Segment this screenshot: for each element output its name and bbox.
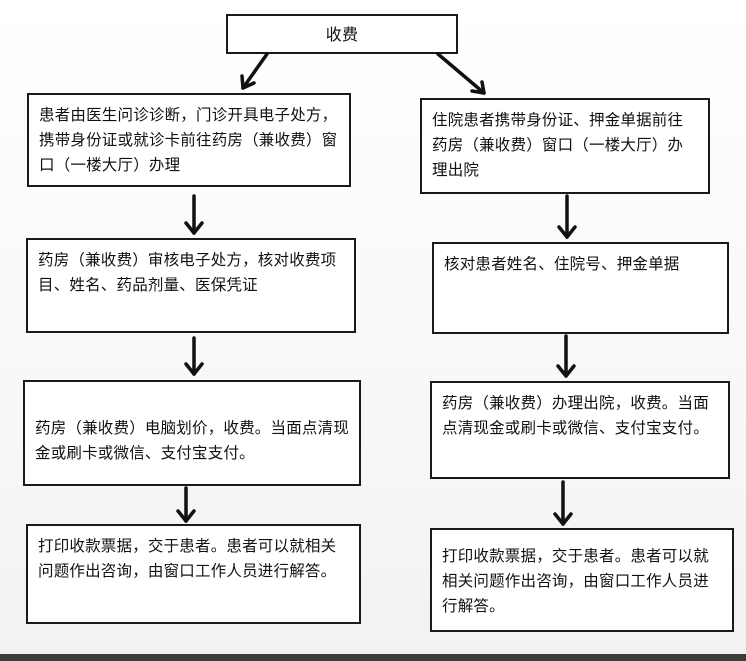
title-text: 收费: [325, 24, 359, 44]
arrow-left-3-to-4: [176, 486, 196, 523]
arrow-title-to-left: [240, 52, 269, 90]
arrow-left-2-to-3: [184, 336, 204, 376]
left-step-4-box: 打印收款票据，交于患者。患者可以就相关问题作出咨询，由窗口工作人员进行解答。: [26, 524, 361, 624]
left-step-2-box: 药房（兼收费）审核电子处方，核对收费项目、姓名、药品剂量、医保凭证: [26, 238, 356, 333]
right-step-1-box: 住院患者携带身份证、押金单据前往药房（兼收费）窗口（一楼大厅）办理出院: [420, 98, 710, 194]
left-step-1-text: 患者由医生问诊诊断，门诊开具电子处方，携带身份证或就诊卡前往药房（兼收费）窗口（…: [39, 106, 338, 174]
arrow-right-2-to-3: [556, 334, 576, 378]
right-step-2-text: 核对患者姓名、住院号、押金单据: [444, 255, 680, 273]
right-step-3-box: 药房（兼收费）办理出院，收费。当面点清现金或刷卡或微信、支付宝支付。: [430, 381, 730, 479]
arrow-right-3-to-4: [553, 480, 573, 526]
arrow-title-to-right: [436, 52, 486, 95]
left-step-3-box: 药房（兼收费）电脑划价，收费。当面点清现金或刷卡或微信、支付宝支付。: [23, 380, 361, 486]
left-step-2-text: 药房（兼收费）审核电子处方，核对收费项目、姓名、药品剂量、医保凭证: [38, 251, 337, 294]
right-step-4-text: 打印收款票据，交于患者。患者可以就相关问题作出咨询，由窗口工作人员进行解答。: [442, 547, 709, 615]
left-step-4-text: 打印收款票据，交于患者。患者可以就相关问题作出咨询，由窗口工作人员进行解答。: [38, 537, 337, 580]
left-step-1-box: 患者由医生问诊诊断，门诊开具电子处方，携带身份证或就诊卡前往药房（兼收费）窗口（…: [27, 93, 351, 187]
right-step-4-box: 打印收款票据，交于患者。患者可以就相关问题作出咨询，由窗口工作人员进行解答。: [430, 528, 734, 632]
arrow-right-1-to-2: [557, 194, 577, 239]
right-step-1-text: 住院患者携带身份证、押金单据前往药房（兼收费）窗口（一楼大厅）办理出院: [432, 111, 684, 179]
arrow-left-1-to-2: [184, 194, 204, 235]
title-box: 收费: [226, 14, 458, 54]
right-step-2-box: 核对患者姓名、住院号、押金单据: [432, 242, 729, 334]
bottom-bar: [0, 654, 746, 661]
right-step-3-text: 药房（兼收费）办理出院，收费。当面点清现金或刷卡或微信、支付宝支付。: [442, 394, 709, 437]
left-step-3-text: 药房（兼收费）电脑划价，收费。当面点清现金或刷卡或微信、支付宝支付。: [35, 419, 350, 462]
